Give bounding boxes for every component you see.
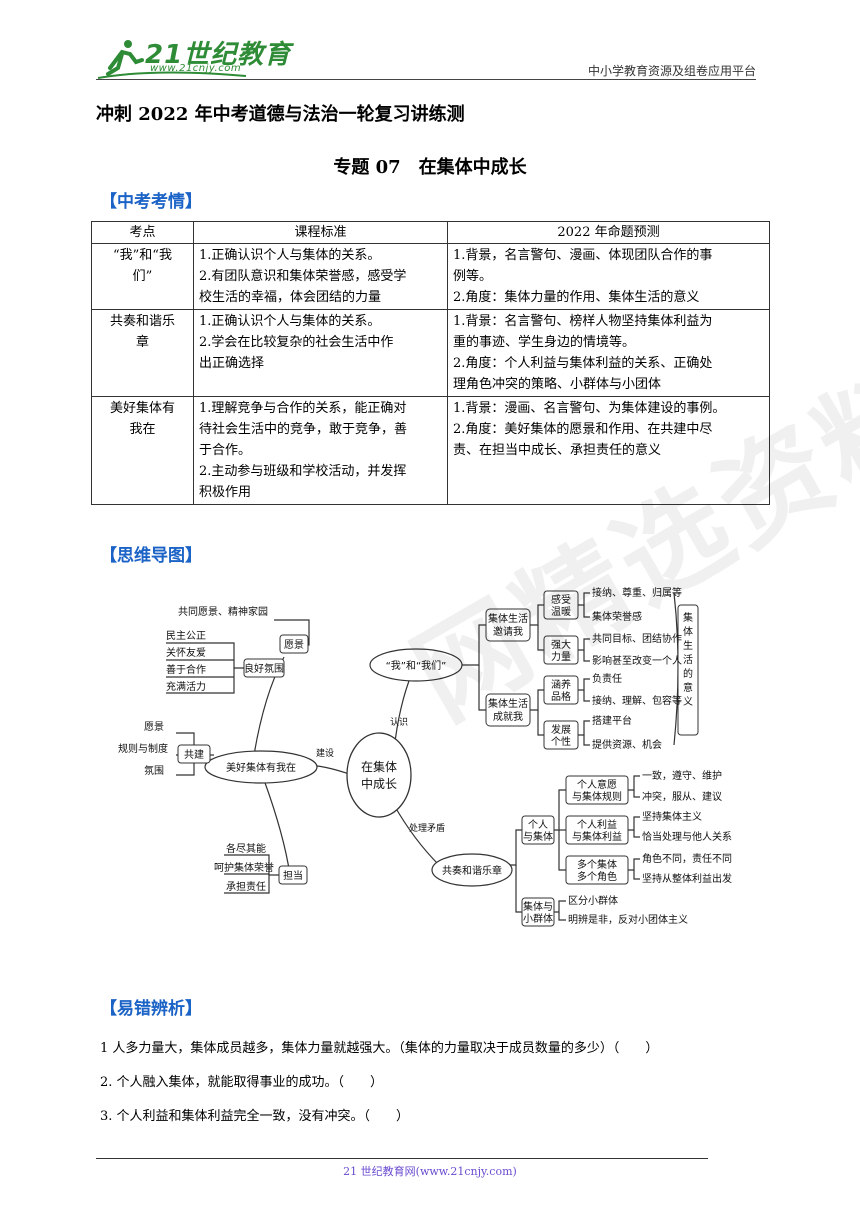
har-leaf: 区分小群体 bbox=[568, 894, 618, 907]
good-atmo-label: 良好氛围 bbox=[244, 662, 284, 675]
we-branch-label: 邀请我 bbox=[493, 625, 523, 638]
we-sub-label: 感受 bbox=[551, 593, 571, 606]
table-row: 美好集体有 我在 1.理解竞争与合作的关系，能正确对 待社会生活中的竞争，敢于竞… bbox=[91, 396, 770, 505]
footer-text: 21 世纪教育网(www.21cnjy.com) bbox=[343, 1165, 517, 1178]
mindmap-hub-good bbox=[204, 750, 318, 784]
har-sub-label: 多个角色 bbox=[577, 870, 617, 883]
mindmap-center-label: 在集体 bbox=[361, 759, 397, 774]
we-leaf: 接纳、理解、包容等 bbox=[592, 694, 682, 707]
table-cell-standard: 1.正确认识个人与集体的关系。 2.有团队意识和集体荣誉感，感受学 校生活的幸福… bbox=[193, 243, 448, 310]
mindmap-center-node bbox=[346, 732, 412, 818]
good-atmo-item: 关怀友爱 bbox=[166, 646, 206, 659]
link-label-conflict: 处理矛盾 bbox=[409, 822, 445, 834]
good-atmo-item: 善于合作 bbox=[166, 663, 206, 676]
table-cell-point: 美好集体有 我在 bbox=[91, 396, 194, 505]
table-header: 考点 bbox=[91, 221, 194, 244]
har-sub-label: 与集体规则 bbox=[572, 790, 622, 803]
har-leaf: 恰当处理与他人关系 bbox=[642, 830, 732, 843]
logo-runner-icon bbox=[97, 40, 247, 79]
har-branch-label: 与集体 bbox=[523, 830, 553, 843]
we-leaf: 搭建平台 bbox=[592, 714, 632, 727]
document-title: 冲刺 2022 年中考道德与法治一轮复习讲练测 bbox=[96, 104, 465, 125]
good-duty-label: 担当 bbox=[283, 869, 303, 882]
har-branch-label: 小群体 bbox=[523, 912, 553, 925]
har-leaf: 角色不同，责任不同 bbox=[642, 852, 732, 865]
we-sub-label: 强大 bbox=[551, 638, 571, 651]
exam-table: 考点 课程标准 2022 年命题预测 “我”和“我 们” 1.正确认识个人与集体… bbox=[91, 221, 770, 505]
link-label-know: 认识 bbox=[390, 716, 408, 728]
table-row: 共奏和谐乐 章 1.正确认识个人与集体的关系。 2.学会在比较复杂的社会生活中作… bbox=[91, 309, 770, 397]
question-item: 1 人多力量大，集体成员越多，集体力量就越强大。（集体的力量取决于成员数量的多少… bbox=[100, 1041, 659, 1056]
good-atmo-item: 充满活力 bbox=[166, 680, 206, 693]
we-branch-label: 成就我 bbox=[493, 710, 523, 723]
we-sub-label: 发展 bbox=[551, 723, 571, 736]
table-cell-forecast: 1.背景：名言警句、榜样人物坚持集体利益为 重的事迹、学生身边的情境等。 2.角… bbox=[447, 309, 770, 397]
hub-label-good: 美好集体有我在 bbox=[226, 761, 296, 774]
hub-label-harmony: 共奏和谐乐章 bbox=[442, 864, 502, 877]
har-leaf: 一致，遵守、维护 bbox=[642, 769, 722, 782]
we-leaf: 影响甚至改变一个人 bbox=[592, 654, 682, 667]
table-cell-point: 共奏和谐乐 章 bbox=[91, 309, 194, 397]
we-meaning-label: 集体生活的意义 bbox=[683, 611, 693, 708]
good-build-item: 氛围 bbox=[144, 764, 164, 777]
we-branch-label: 集体生活 bbox=[488, 697, 528, 710]
good-duty-item: 承担责任 bbox=[226, 880, 266, 893]
table-cell-forecast: 1.背景，名言警句、漫画、体现团队合作的事 例等。 2.角度：集体力量的作用、集… bbox=[447, 243, 770, 310]
we-leaf: 共同目标、团结协作 bbox=[592, 632, 682, 645]
we-leaf: 集体荣誉感 bbox=[592, 610, 642, 623]
har-sub-label: 个人利益 bbox=[577, 818, 617, 831]
table-cell-standard: 1.理解竞争与合作的关系，能正确对 待社会生活中的竞争，敢于竞争，善 于合作。 … bbox=[193, 396, 448, 505]
good-atmo-item: 民主公正 bbox=[166, 630, 206, 642]
we-sub-label: 力量 bbox=[551, 650, 571, 663]
good-build-label: 共建 bbox=[184, 748, 204, 761]
table-header-row: 考点 课程标准 2022 年命题预测 bbox=[91, 221, 770, 244]
har-leaf: 明辨是非，反对小团体主义 bbox=[568, 913, 688, 926]
har-branch-label: 个人 bbox=[528, 819, 548, 831]
har-leaf: 冲突，服从、建议 bbox=[642, 790, 722, 803]
table-cell-point: “我”和“我 们” bbox=[91, 243, 194, 310]
table-cell-standard: 1.正确认识个人与集体的关系。 2.学会在比较复杂的社会生活中作 出正确选择 bbox=[193, 309, 448, 397]
good-duty-item: 呵护集体荣誉 bbox=[214, 861, 274, 874]
we-leaf: 接纳、尊重、归属等 bbox=[592, 586, 682, 599]
table-header: 2022 年命题预测 bbox=[447, 221, 770, 244]
mind-map: 在集体 中成长 认识 建设 处理矛盾 “我”和“我们” 美好集体有我在 共奏和谐… bbox=[118, 586, 732, 927]
har-sub-label: 个人意愿 bbox=[577, 778, 617, 791]
table-header: 课程标准 bbox=[193, 221, 448, 244]
we-leaf: 负责任 bbox=[592, 672, 622, 685]
section-heading-mindmap: 【思维导图】 bbox=[100, 546, 202, 566]
mindmap-center-label: 中成长 bbox=[361, 776, 397, 791]
we-branch-label: 集体生活 bbox=[488, 612, 528, 625]
question-item: 3. 个人利益和集体利益完全一致，没有冲突。（ ） bbox=[100, 1109, 410, 1124]
mindmap-hub-harmony bbox=[431, 853, 513, 887]
har-sub-label: 多个集体 bbox=[577, 858, 617, 871]
header-platform-text: 中小学教育资源及组卷应用平台 bbox=[587, 64, 756, 78]
good-build-item: 规则与制度 bbox=[118, 742, 168, 755]
table-cell-forecast: 1.背景：漫画、名言警句、为集体建设的事例。 2.角度：美好集体的愿景和作用、在… bbox=[447, 396, 770, 505]
har-sub-label: 与集体利益 bbox=[572, 830, 622, 843]
good-vision-item: 共同愿景、精神家园 bbox=[178, 605, 268, 618]
we-leaf: 提供资源、机会 bbox=[592, 738, 662, 751]
har-branch-label: 集体与 bbox=[523, 900, 553, 913]
question-item: 2. 个人融入集体，就能取得事业的成功。（ ） bbox=[100, 1075, 384, 1090]
we-sub-label: 温暖 bbox=[551, 605, 571, 618]
har-leaf: 坚持从整体利益出发 bbox=[642, 872, 732, 885]
logo-url: www.21cnjy.com bbox=[150, 63, 242, 74]
we-sub-label: 个性 bbox=[551, 735, 571, 748]
header-divider bbox=[96, 79, 756, 80]
hub-label-we: “我”和“我们” bbox=[386, 659, 447, 672]
section-heading-errors: 【易错辨析】 bbox=[100, 999, 202, 1019]
table-row: “我”和“我 们” 1.正确认识个人与集体的关系。 2.有团队意识和集体荣誉感，… bbox=[91, 243, 770, 310]
good-vision-label: 愿景 bbox=[284, 639, 304, 651]
good-duty-item: 各尽其能 bbox=[226, 842, 266, 855]
har-leaf: 坚持集体主义 bbox=[642, 810, 702, 823]
good-build-item: 愿景 bbox=[144, 721, 164, 733]
we-sub-label: 涵养 bbox=[551, 678, 571, 691]
link-label-build: 建设 bbox=[316, 747, 334, 759]
we-sub-label: 品格 bbox=[551, 690, 571, 703]
logo-text: 21世纪教育 bbox=[145, 40, 292, 70]
mindmap-hub-we bbox=[369, 648, 463, 682]
topic-title: 专题 07 在集体中成长 bbox=[333, 157, 527, 178]
footer-divider bbox=[96, 1158, 708, 1159]
section-heading-exam: 【中考考情】 bbox=[100, 192, 202, 212]
